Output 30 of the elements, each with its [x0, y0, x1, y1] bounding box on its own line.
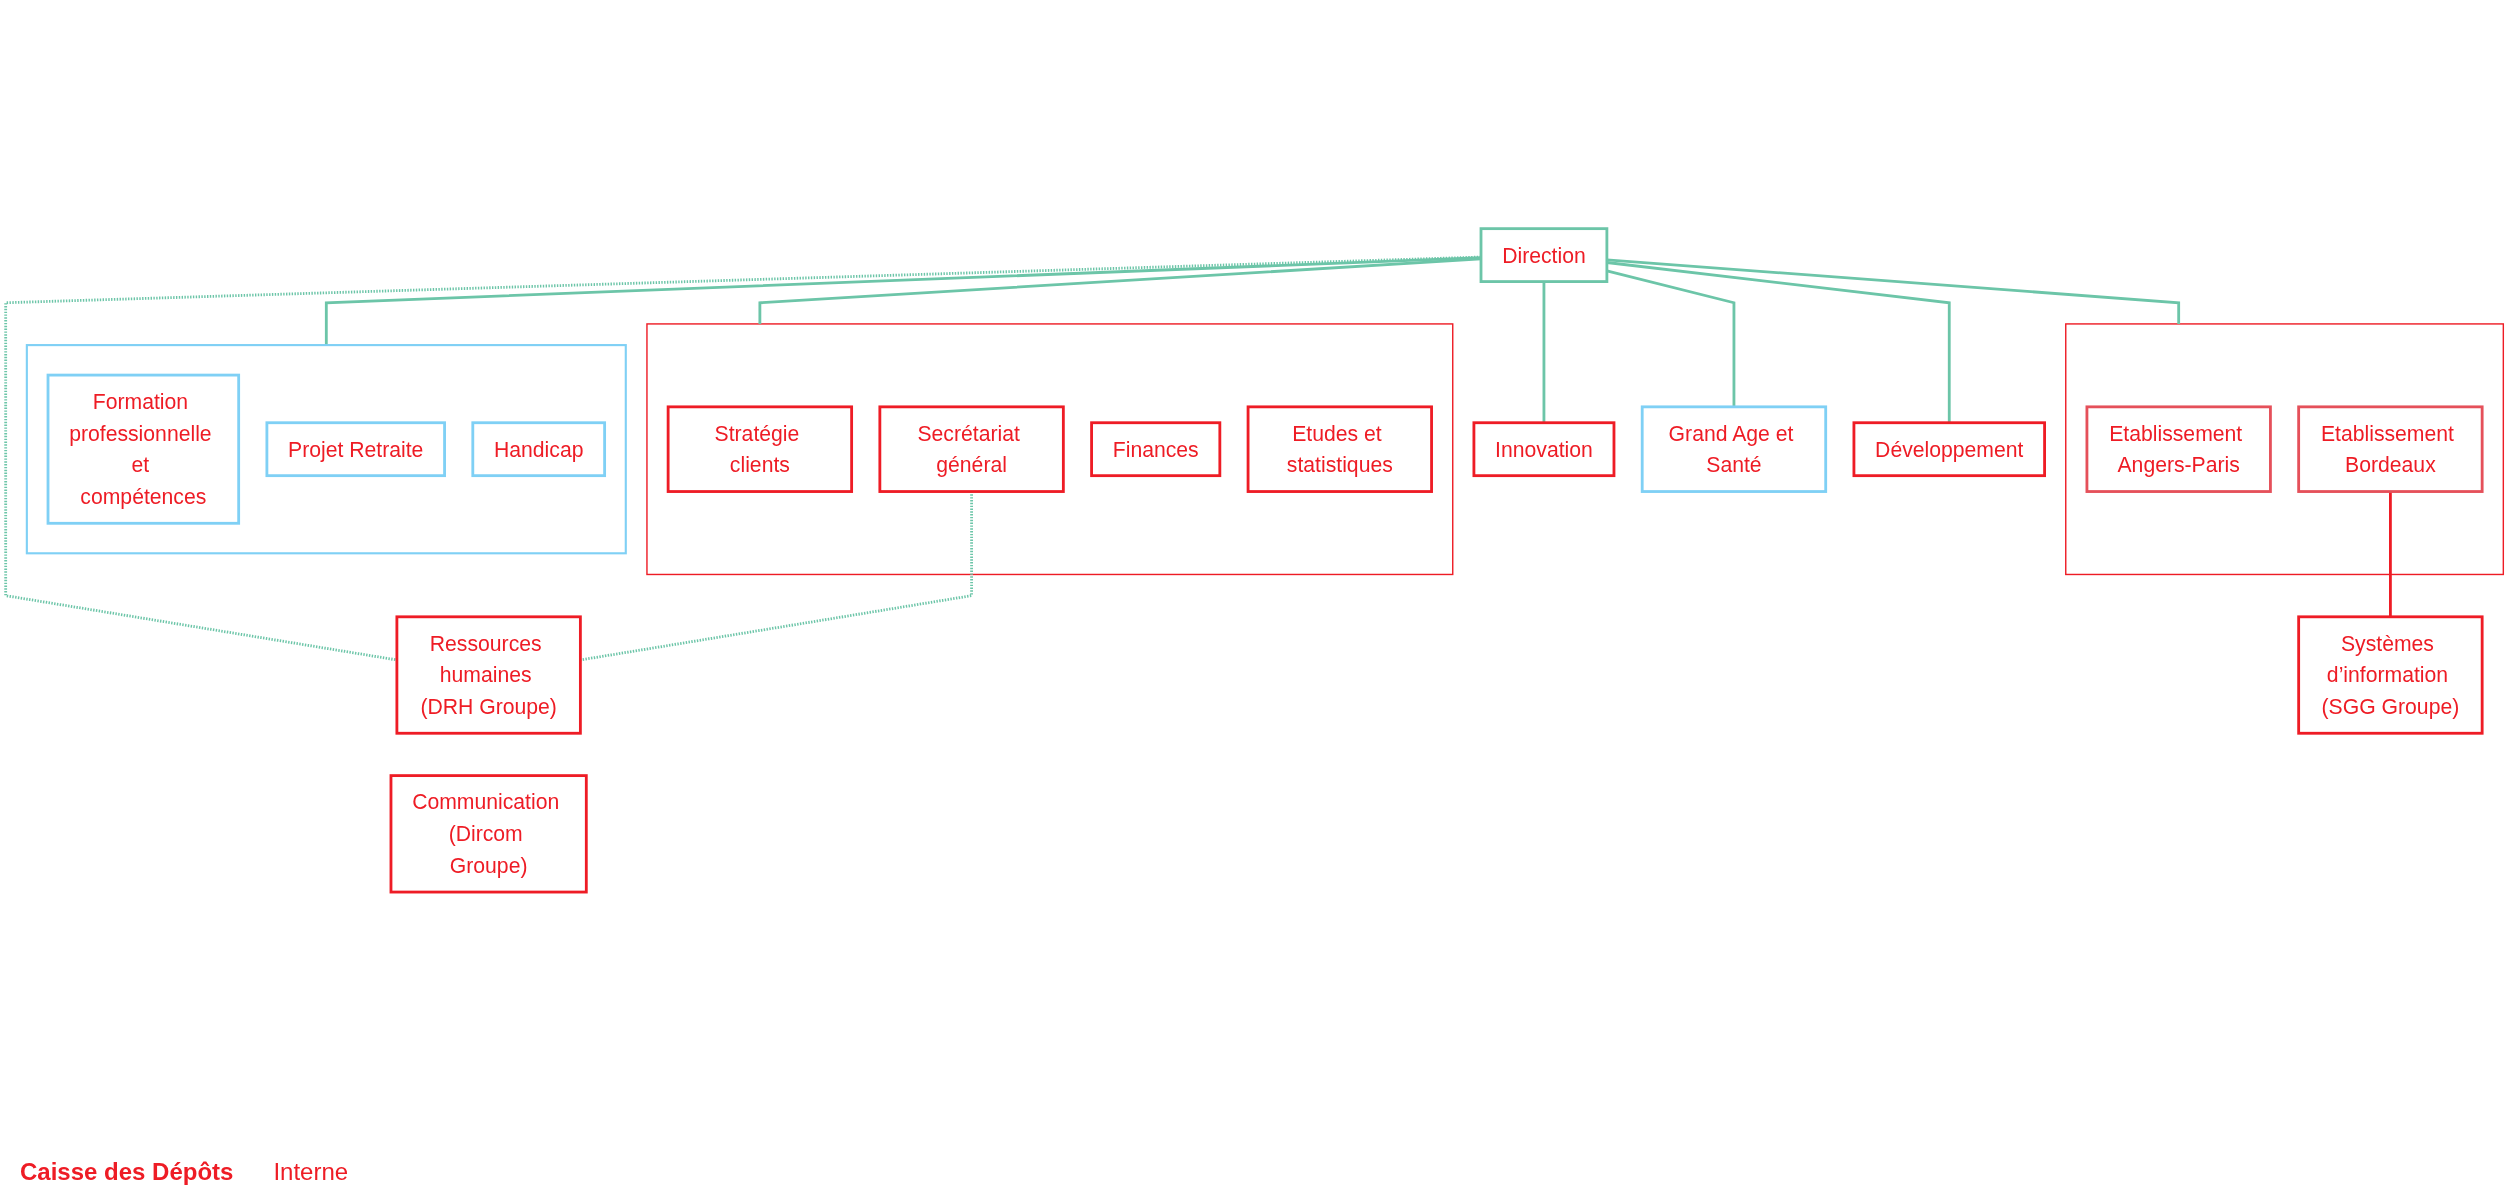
node-box: Communication (Dircom Groupe) — [389, 773, 588, 894]
node-box: Finances — [1090, 420, 1222, 477]
connector — [758, 257, 1482, 324]
node-box: Handicap — [471, 420, 606, 477]
node-box: Stratégie clients — [666, 405, 854, 493]
node-box: Systèmes d’information (SGG Groupe) — [2297, 615, 2484, 735]
node-box: Grand Age et Santé — [1640, 405, 1828, 493]
cluster — [25, 343, 627, 554]
node-box: Secrétariat général — [878, 405, 1065, 493]
cluster — [646, 322, 1454, 575]
node-box: Etablissement Angers-Paris — [2085, 405, 2272, 493]
node-box: Etudes et statistiques — [1246, 405, 1433, 493]
node-box: Ressources humaines (DRH Groupe) — [395, 615, 582, 735]
footer-note: Interne — [273, 1158, 349, 1186]
connector — [1542, 281, 1546, 423]
node-box: Etablissement Bordeaux — [2297, 405, 2484, 493]
node-box: Direction — [1479, 226, 1609, 283]
footer-note: Caisse des Dépôts — [20, 1158, 234, 1186]
connector — [580, 491, 973, 661]
connector — [1606, 260, 1951, 423]
node-box: Formation professionnelle et compétences — [46, 373, 241, 525]
connector — [4, 255, 1482, 661]
node-box: Innovation — [1472, 420, 1616, 477]
connector — [2389, 491, 2392, 617]
connector — [1606, 269, 1736, 407]
node-box: Développement — [1852, 420, 2046, 477]
cluster — [2065, 322, 2505, 575]
node-box: Projet Retraite — [265, 420, 446, 477]
connector — [324, 255, 1482, 345]
connector — [1606, 258, 2181, 324]
